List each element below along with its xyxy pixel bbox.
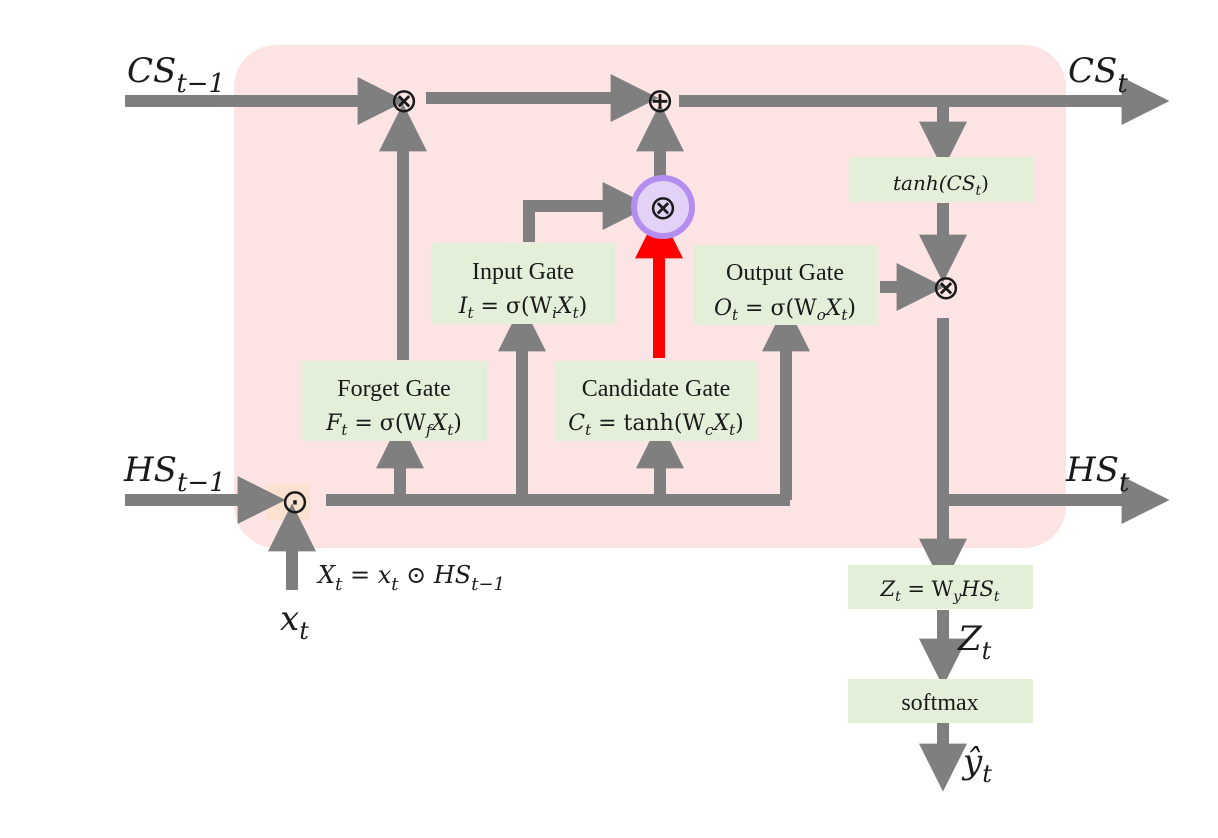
cs-prev-label: CSt−1 [127,51,225,99]
hs-prev-label: HSt−1 [123,450,226,498]
tanh-cs-label: tanh(CSt) [893,171,989,199]
z-equation: Zt = WyHSt [879,577,999,605]
z-eq-box [848,565,1033,609]
y-hat-label: ŷt [961,742,992,788]
hs-next-label: HSt [1065,450,1130,498]
output-gate-box [693,245,877,325]
forget-gate-equation: Ft = σ(WfXt) [325,411,462,439]
input-gate-equation: It = σ(WiXt) [458,294,587,322]
candidate-mult-highlight-ring [631,175,695,239]
input-gate-title: Input Gate [472,259,574,285]
output-gate-equation: Ot = σ(WoXt) [714,296,856,324]
tanh-box [850,157,1033,202]
forget-gate-box [302,361,487,441]
forget-gate-title: Forget Gate [337,376,451,402]
candidate-gate-box [555,361,758,441]
candidate-gate-title: Candidate Gate [582,376,731,402]
candidate-gate-equation: Ct = tanh(WcXt) [568,411,744,439]
cs-next-label: CSt [1068,51,1128,99]
softmax-box [848,679,1033,723]
xt-definition: Xt = xt ⊙ HSt−1 [316,561,505,595]
candidate-mult-operator: ⊗ [649,188,678,228]
input-gate-box [431,243,615,324]
output-mult-operator: ⊗ [932,268,961,308]
output-gate-title: Output Gate [726,260,844,286]
forget-mult-operator: ⊗ [390,81,419,121]
z-output-label: Zt [957,619,992,665]
arrow-input-gate-to-candidate-mult [523,182,651,242]
hadamard-operator: ⊙ [281,482,310,522]
cell-add-operator: ⊕ [646,81,675,121]
xt-input-label: xt [280,599,309,645]
softmax-label: softmax [901,690,978,716]
